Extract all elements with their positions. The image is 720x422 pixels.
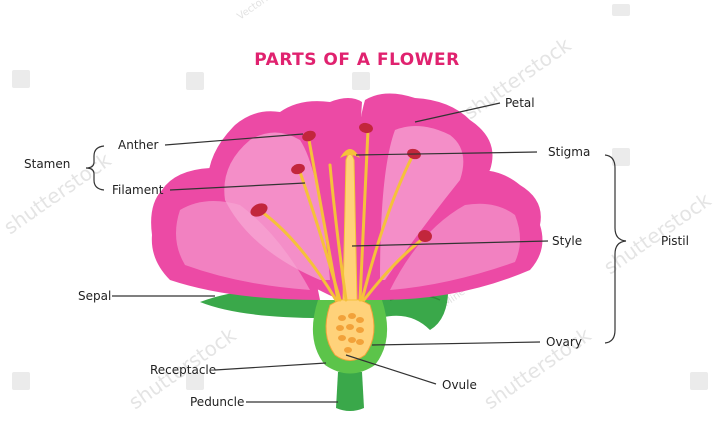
watermark-text: shutterstock xyxy=(459,32,576,124)
label-petal: Petal xyxy=(505,96,535,110)
label-pistil: Pistil xyxy=(661,234,689,248)
label-filament: Filament xyxy=(112,183,164,197)
label-ovary: Ovary xyxy=(546,335,582,349)
label-ovule: Ovule xyxy=(442,378,477,392)
label-stigma: Stigma xyxy=(548,145,590,159)
label-style: Style xyxy=(552,234,582,248)
label-receptacle: Receptacle xyxy=(150,363,216,377)
watermark-credit: VectorMine xyxy=(235,0,287,22)
label-peduncle: Peduncle xyxy=(190,395,244,409)
diagram-title: PARTS OF A FLOWER xyxy=(254,50,459,70)
label-sepal: Sepal xyxy=(78,289,111,303)
peduncle-shape xyxy=(336,372,364,411)
label-stamen: Stamen xyxy=(24,157,70,171)
watermark-text: shutterstock xyxy=(599,187,716,279)
label-anther: Anther xyxy=(118,138,159,152)
